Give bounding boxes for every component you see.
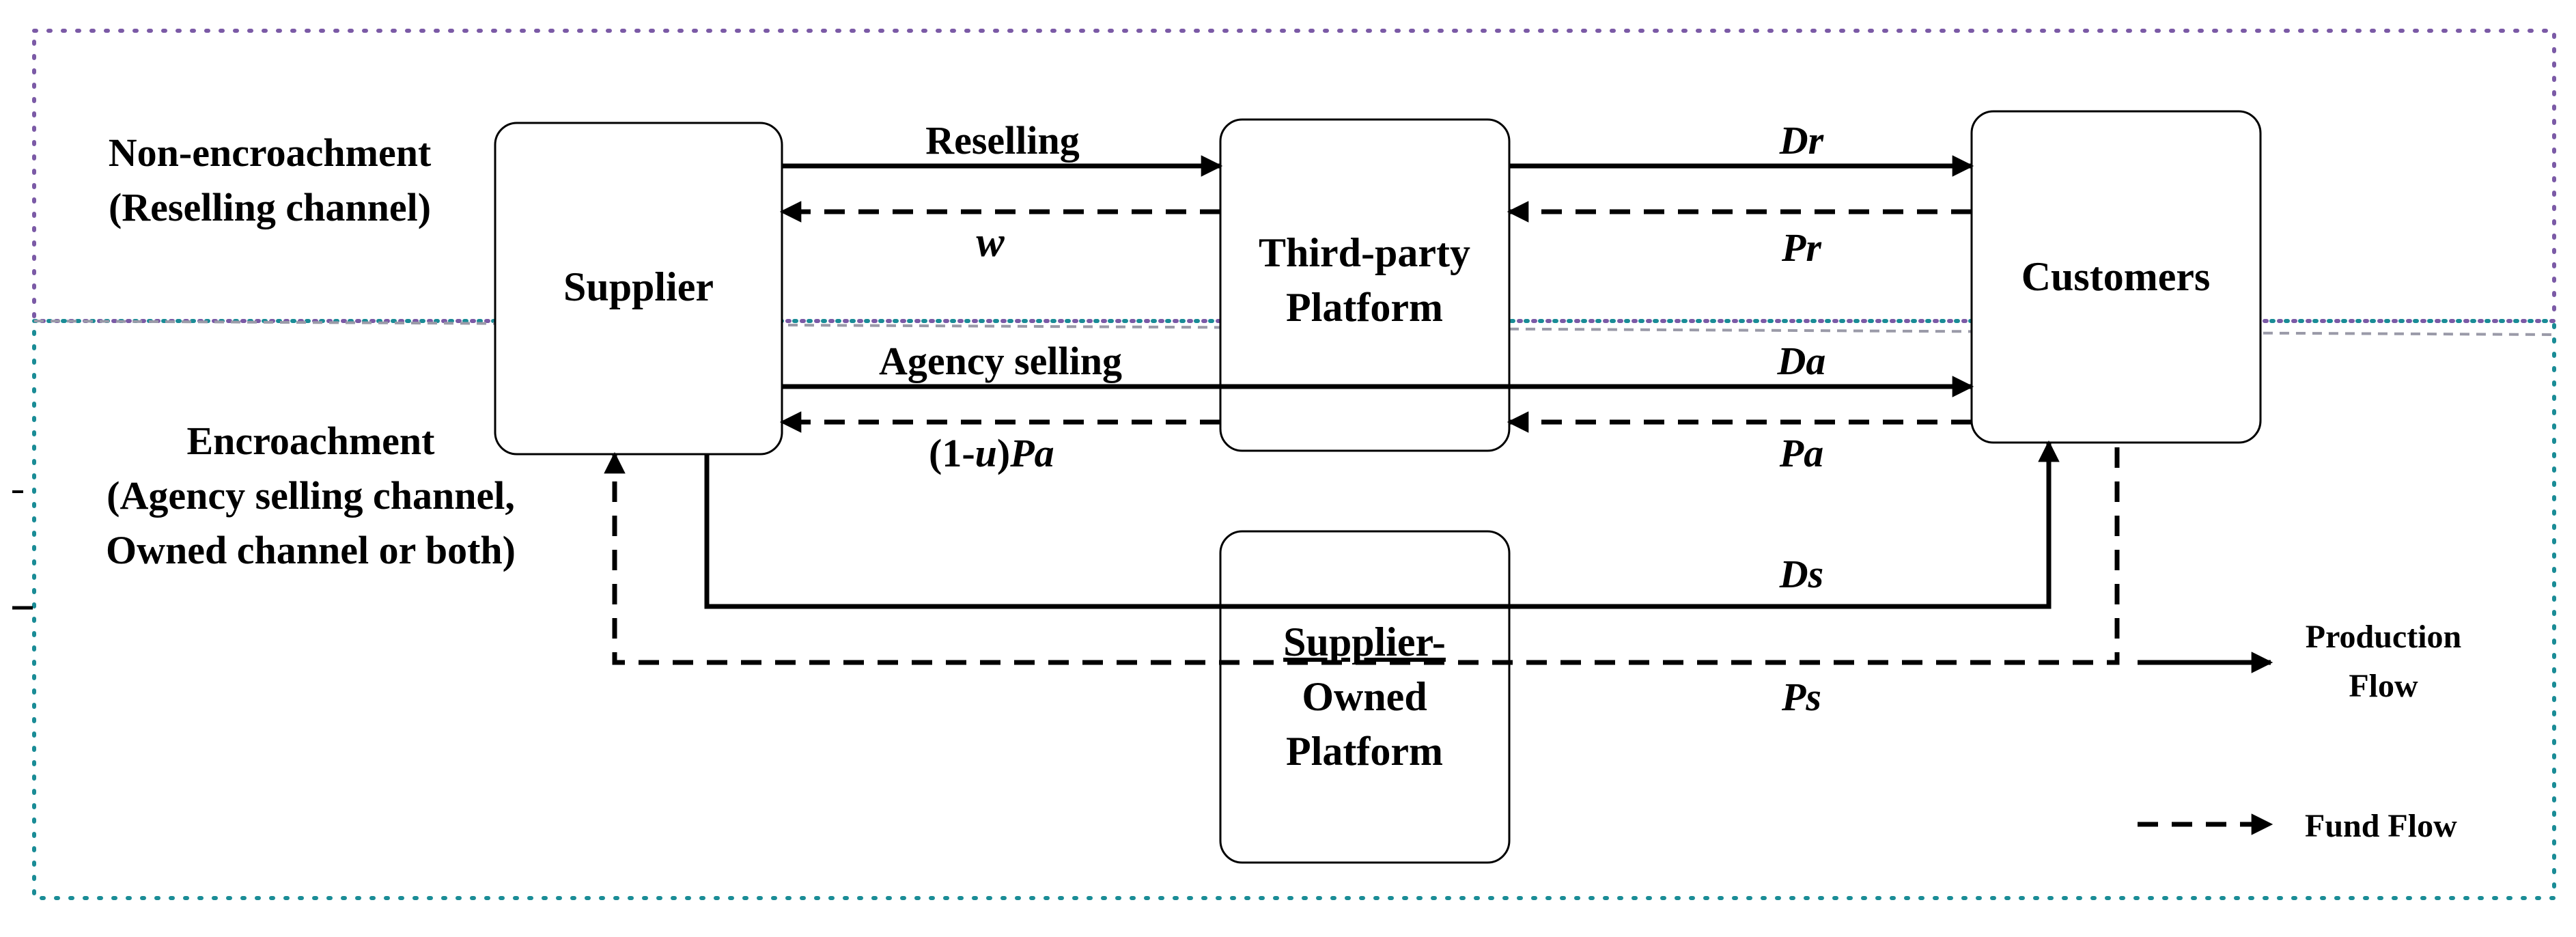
production-flow-legend-label-cont: Flow <box>2349 668 2418 704</box>
third-party-label: Third-party <box>1259 230 1470 275</box>
third-party-platform-node <box>1219 118 1511 452</box>
encroachment-label: Encroachment <box>186 419 435 463</box>
da-label: Da <box>1777 339 1826 383</box>
supplier-node <box>494 122 783 456</box>
ds-label: Ds <box>1779 552 1823 596</box>
supplier-owned-label-cont: Owned <box>1302 674 1427 719</box>
encroachment-channels-label: (Agency selling channel, <box>107 473 515 518</box>
reselling-channel-label: (Reselling channel) <box>109 185 431 229</box>
supplier-owned-label-end: Platform <box>1286 729 1443 774</box>
customers-node <box>1970 110 2262 444</box>
w-label: w <box>976 219 1005 266</box>
non-encroachment-label: Non-encroachment <box>109 130 432 175</box>
encroachment-channels-label-cont: Owned channel or both) <box>106 528 516 572</box>
dr-label: Dr <box>1779 118 1824 163</box>
pr-label: Pr <box>1781 225 1821 270</box>
reselling-label: Reselling <box>925 118 1080 163</box>
non-encroachment-region <box>32 29 2556 323</box>
commission-label: (1-u)Pa <box>929 431 1054 475</box>
supplier-owned-label: Supplier- <box>1283 619 1446 665</box>
customers-label: Customers <box>2021 254 2211 299</box>
third-party-label-cont: Platform <box>1286 285 1443 330</box>
ps-fund-arrow <box>604 447 2120 665</box>
supplier-owned-platform-node <box>1219 530 1511 864</box>
agency-selling-label: Agency selling <box>879 339 1122 383</box>
fund-flow-legend-label: Fund Flow <box>2305 808 2457 844</box>
supplier-label: Supplier <box>563 264 714 309</box>
ps-label: Ps <box>1781 675 1821 719</box>
production-flow-legend-label: Production <box>2306 619 2461 655</box>
ds-owned-arrow <box>704 440 2060 609</box>
pa-label: Pa <box>1779 431 1823 475</box>
